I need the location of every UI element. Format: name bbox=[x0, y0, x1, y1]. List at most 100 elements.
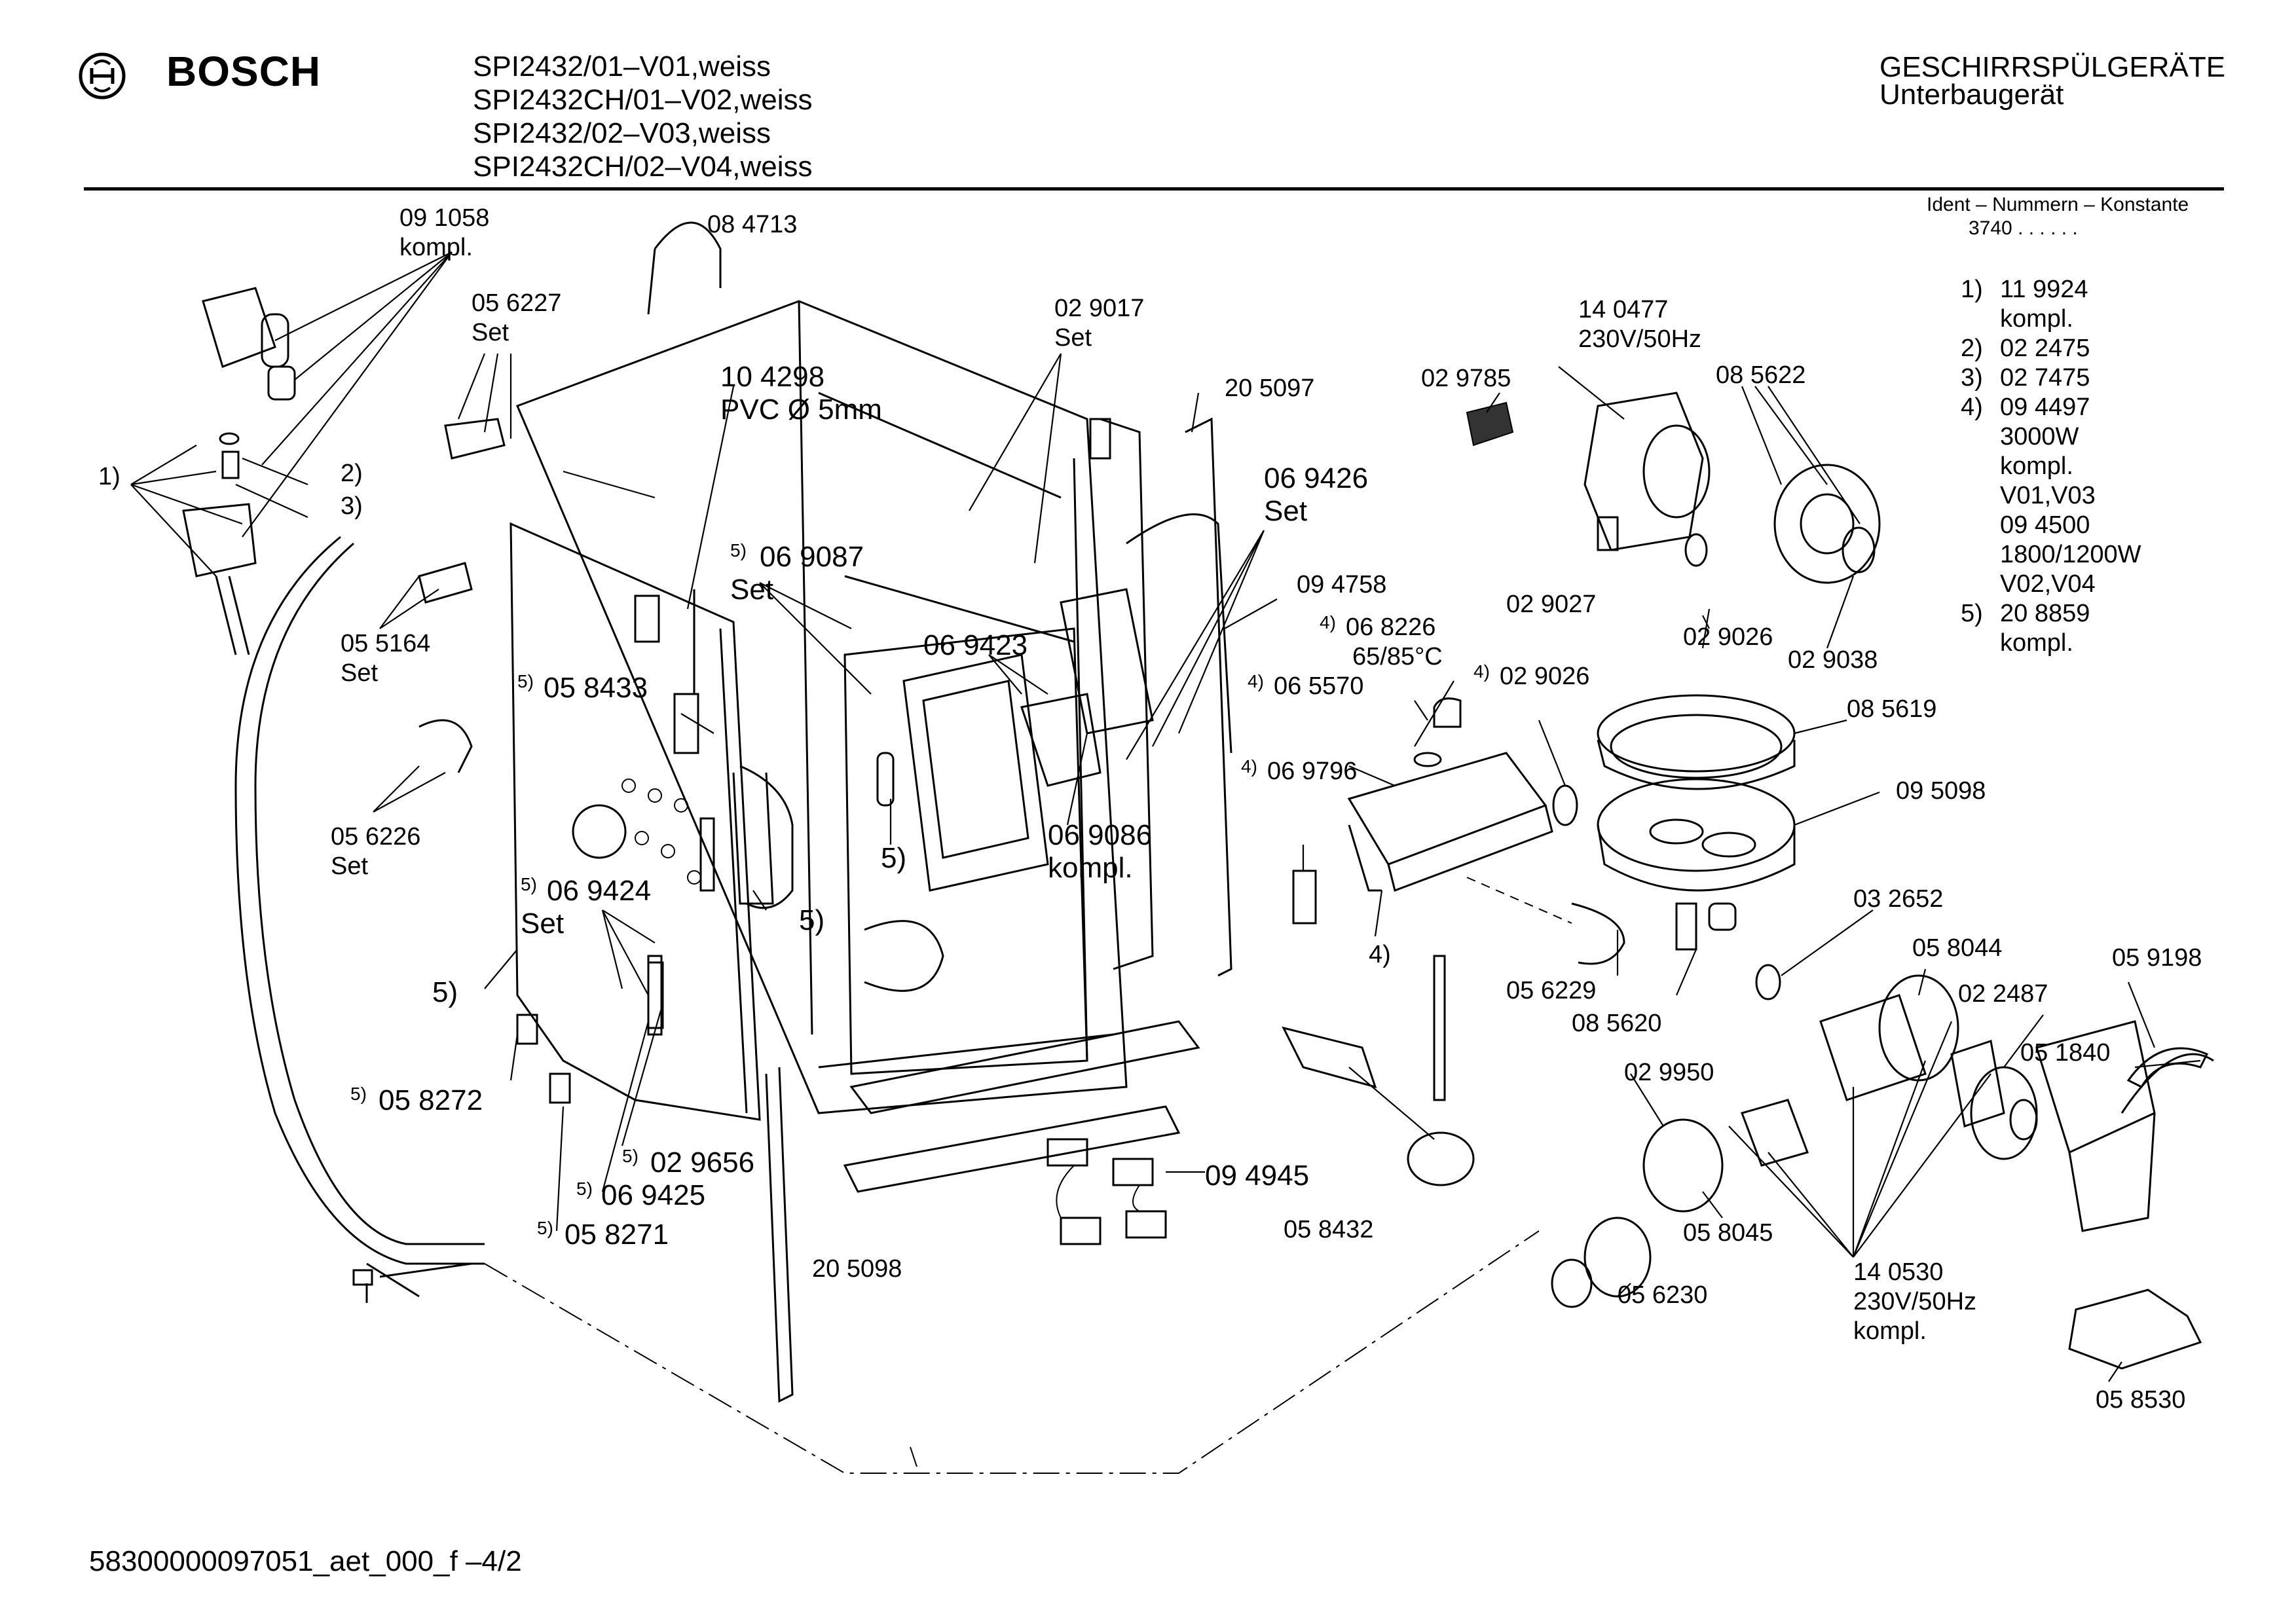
part-label: Set bbox=[521, 907, 564, 940]
part-label: 05 8045 bbox=[1683, 1219, 1773, 1247]
note-number: 4) bbox=[1961, 394, 1983, 421]
category-title: GESCHIRRSPÜLGERÄTE Unterbaugerät bbox=[1879, 51, 2226, 109]
note-ref: 5) bbox=[517, 671, 534, 691]
base-plate bbox=[849, 1020, 1200, 1114]
part-label: 05 9198 bbox=[2112, 944, 2202, 972]
note-ref: 5) bbox=[432, 976, 458, 1008]
note-number: 3) bbox=[1961, 364, 1983, 392]
part-label: Set bbox=[341, 659, 378, 687]
part-label: kompl. bbox=[1048, 852, 1133, 884]
gasket-part bbox=[1741, 1099, 1809, 1167]
note-ref: 5) bbox=[350, 1084, 367, 1104]
header-rule bbox=[84, 187, 2224, 191]
note-number: 2) bbox=[1961, 335, 1983, 362]
part-label: 06 9424 bbox=[547, 875, 651, 907]
hose-piece bbox=[418, 562, 473, 604]
note-line: kompl. bbox=[2000, 305, 2073, 333]
part-label: 09 1058 bbox=[399, 204, 489, 232]
part-label: 05 6229 bbox=[1506, 977, 1596, 1004]
note-line: 1800/1200W bbox=[2000, 541, 2141, 568]
part-label: 02 2487 bbox=[1958, 980, 2048, 1008]
model-line: SPI2432CH/02–V04,weiss bbox=[473, 151, 813, 183]
door-lock bbox=[1020, 588, 1154, 787]
part-label: 09 4758 bbox=[1297, 571, 1386, 598]
part-label: 06 8226 bbox=[1346, 614, 1435, 641]
base-plate bbox=[843, 1105, 1181, 1193]
part-label: 08 5620 bbox=[1572, 1010, 1661, 1037]
model-line: SPI2432CH/01–V02,weiss bbox=[473, 84, 813, 116]
note-line: V02,V04 bbox=[2000, 570, 2096, 598]
part-label: 14 0530 bbox=[1853, 1258, 1943, 1286]
note-ref: 4) bbox=[1241, 756, 1257, 777]
tub-body bbox=[516, 300, 1154, 1114]
part-label: 05 8530 bbox=[2096, 1386, 2185, 1414]
note-ref: 5) bbox=[730, 540, 747, 560]
part-label: 02 9950 bbox=[1624, 1059, 1714, 1086]
note-line: 02 7475 bbox=[2000, 364, 2090, 392]
dashed-outline bbox=[910, 1446, 917, 1467]
note-line: 3000W bbox=[2000, 423, 2079, 450]
part-label: Set bbox=[730, 574, 773, 606]
sump-filter bbox=[1597, 694, 1796, 951]
dashed-outline bbox=[484, 1230, 1540, 1474]
part-label: 05 8044 bbox=[1912, 934, 2002, 962]
note-ref: 5) bbox=[881, 842, 906, 874]
hose-loop bbox=[1126, 513, 1232, 754]
part-label: 06 9423 bbox=[923, 629, 1028, 661]
part-label: 05 8433 bbox=[544, 672, 648, 704]
note-line: kompl. bbox=[2000, 629, 2073, 657]
brand-name: BOSCH bbox=[166, 48, 322, 95]
sensor-part bbox=[1466, 401, 1514, 447]
note-line: 11 9924 bbox=[2000, 276, 2088, 303]
part-label: 05 6227 bbox=[472, 289, 561, 317]
parts-drawing bbox=[182, 221, 2214, 1474]
note-item: 2) 02 2475 bbox=[1961, 334, 2141, 363]
part-label: 05 6226 bbox=[331, 823, 420, 851]
note-line: V01,V03 bbox=[2000, 482, 2096, 509]
part-labels: 09 1058 kompl. 08 4713 05 6227 Set 10 42… bbox=[98, 204, 2202, 1414]
switch-part bbox=[1292, 870, 1317, 925]
part-label: 02 9026 bbox=[1683, 623, 1773, 651]
part-label: 09 5098 bbox=[1896, 777, 1986, 805]
wiring-harness bbox=[1046, 1138, 1167, 1245]
part-label: 03 2652 bbox=[1853, 885, 1943, 913]
pump-housing bbox=[1642, 1118, 1724, 1213]
part-label: 02 9038 bbox=[1788, 646, 1878, 674]
part-label: kompl. bbox=[399, 234, 473, 261]
ident-value: 3740 . . . . . . bbox=[1969, 217, 2078, 239]
part-label: 08 5619 bbox=[1847, 695, 1936, 723]
part-label: 10 4298 bbox=[720, 361, 824, 393]
part-label: 14 0477 bbox=[1578, 296, 1668, 323]
outlet-hose bbox=[1551, 1258, 1593, 1308]
gasket-strip bbox=[1185, 417, 1232, 977]
note-ref: 2) bbox=[341, 460, 363, 487]
note-number: 1) bbox=[1961, 276, 1983, 303]
category-line-1: GESCHIRRSPÜLGERÄTE bbox=[1879, 51, 2226, 83]
note-ref: 3) bbox=[341, 492, 363, 520]
part-label: 05 6230 bbox=[1618, 1281, 1707, 1309]
note-ref: 4) bbox=[1369, 941, 1391, 968]
part-label: 20 5098 bbox=[812, 1255, 902, 1283]
note-line: kompl. bbox=[2000, 452, 2073, 480]
part-label: 20 5097 bbox=[1225, 375, 1314, 402]
note-ref: 5) bbox=[537, 1218, 553, 1238]
document-id: 58300000097051_aet_000_f –4/2 bbox=[89, 1545, 522, 1577]
hose-piece bbox=[1571, 902, 1625, 965]
side-strip bbox=[765, 1067, 794, 1403]
model-line: SPI2432/01–V01,weiss bbox=[473, 50, 771, 82]
part-label: 02 9785 bbox=[1421, 365, 1511, 392]
circulation-motor bbox=[1583, 392, 1881, 584]
part-label: 06 9086 bbox=[1048, 819, 1152, 851]
part-label: 05 8272 bbox=[379, 1084, 483, 1116]
note-ref: 4) bbox=[1473, 661, 1490, 682]
connector-part bbox=[549, 1072, 571, 1104]
note-ref: 5) bbox=[521, 874, 537, 894]
door-seal-frame bbox=[876, 653, 1049, 892]
heater-assembly bbox=[1347, 697, 1578, 892]
part-label: 65/85°C bbox=[1352, 643, 1443, 670]
note-ref: 5) bbox=[622, 1146, 639, 1166]
